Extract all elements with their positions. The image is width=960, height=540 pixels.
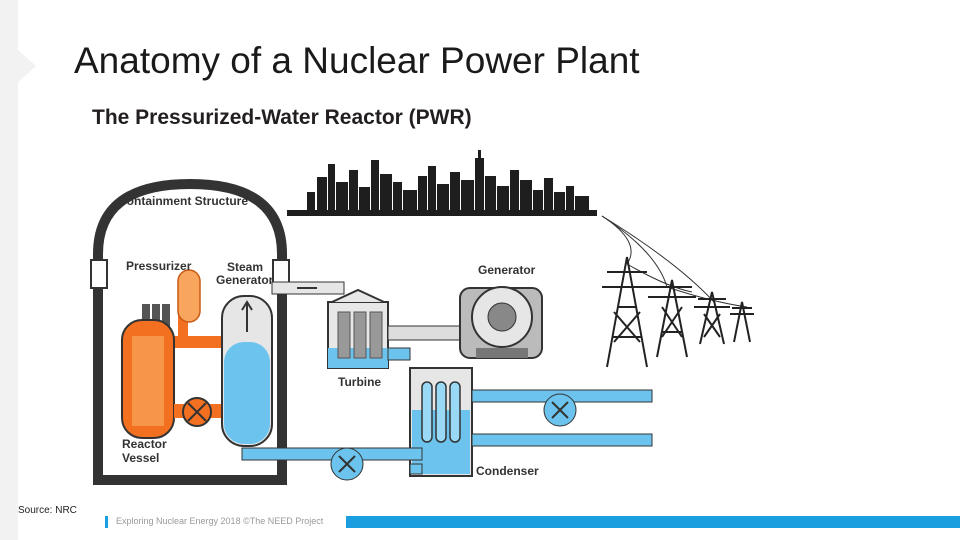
label-turbine: Turbine [338, 375, 381, 389]
steam-generator [221, 295, 273, 447]
label-reactor-1: Reactor [122, 437, 167, 451]
cooling-pump-icon [551, 401, 569, 419]
transmission-tower-1 [602, 256, 652, 368]
pressurizer [177, 269, 201, 323]
left-accent-strip [0, 0, 18, 540]
transmission-tower-2 [648, 279, 696, 358]
label-pressurizer: Pressurizer [126, 259, 192, 273]
turbine [327, 288, 389, 369]
left-accent-chevron [18, 50, 36, 82]
diagram-title: The Pressurized-Water Reactor (PWR) [92, 106, 472, 129]
reactor-vessel [121, 304, 175, 439]
feedwater-pump-icon [338, 455, 356, 473]
city-skyline [287, 150, 597, 216]
turbine-exhaust-line [387, 347, 411, 361]
transmission-tower-4 [730, 301, 754, 343]
source-citation: Source: NRC [18, 505, 77, 516]
label-generator: Generator [478, 263, 536, 277]
containment-structure [90, 178, 290, 485]
generator [459, 286, 543, 359]
turbine-shaft [387, 325, 471, 341]
pwr-diagram: The Pressurized-Water Reactor (PWR) [90, 106, 754, 485]
label-condenser: Condenser [476, 464, 539, 478]
cooling-water-loop [471, 389, 653, 447]
footer-label-backing [108, 513, 346, 531]
footer-credit: Exploring Nuclear Energy 2018 ©The NEED … [116, 516, 324, 526]
slide-title: Anatomy of a Nuclear Power Plant [74, 40, 640, 81]
transmission-tower-3 [694, 291, 730, 345]
label-steam-gen-2: Generator [216, 273, 274, 287]
label-reactor-2: Vessel [122, 451, 159, 465]
label-steam-gen-1: Steam [227, 260, 263, 274]
label-containment: Containment Structure [118, 194, 248, 208]
